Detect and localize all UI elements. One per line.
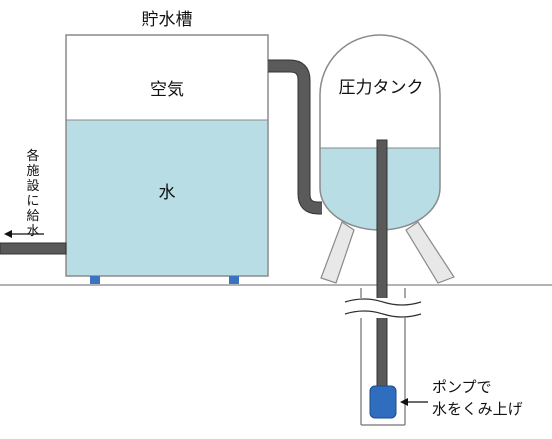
supply-char-1: 各 [26, 148, 39, 164]
supply-char-4: に [26, 194, 39, 209]
air-label: 空気 [150, 80, 184, 100]
supply-arrow-head [4, 230, 12, 238]
supply-label-vertical: 各 施 設 に 給 水 [26, 148, 39, 239]
pressure-tank-leg-left [320, 221, 355, 284]
pump-arrow-head [400, 398, 408, 406]
reservoir-title: 貯水槽 [142, 10, 193, 30]
pressure-tank-label: 圧力タンク [339, 78, 424, 98]
pump-pipe [376, 139, 388, 393]
water-label: 水 [159, 183, 176, 203]
pump-label-line2: 水をくみ上げ [432, 400, 523, 418]
supply-char-2: 施 [26, 164, 39, 179]
pressure-tank-legs [320, 221, 455, 284]
pressure-tank-leg-right [405, 221, 455, 284]
supply-pipe-body [0, 242, 67, 255]
reservoir-foot-left [90, 276, 100, 284]
pump [369, 385, 397, 419]
pump-label-line1: ポンプで [432, 378, 492, 396]
supply-pipe [0, 230, 67, 255]
reservoir-tank [65, 34, 269, 284]
reservoir-water [66, 120, 268, 276]
supply-char-5: 給 [26, 209, 39, 224]
reservoir-outline [65, 34, 269, 277]
connecting-pipe-outline [268, 59, 325, 215]
well-casing [360, 288, 406, 426]
pressure-tank-outline [319, 34, 441, 231]
supply-char-3: 設 [26, 178, 39, 194]
break-marks [344, 298, 422, 318]
supply-char-6: 水 [26, 224, 39, 239]
reservoir-foot-right [229, 276, 239, 284]
connecting-pipe [268, 60, 324, 214]
